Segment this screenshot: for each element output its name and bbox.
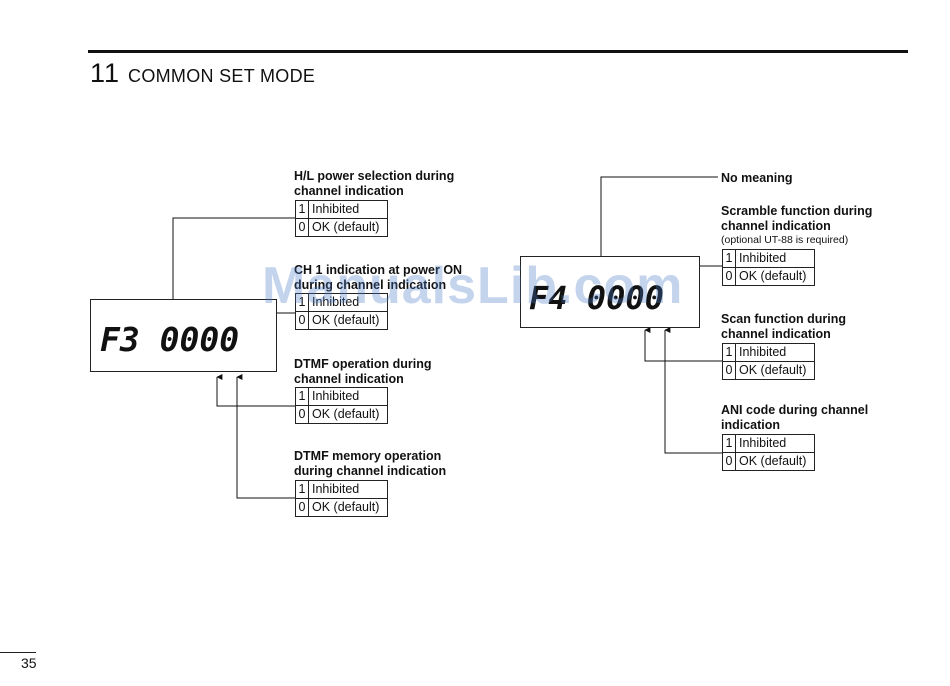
option-ok-default: OK (default) — [308, 218, 388, 237]
label-scramble: Scramble function during channel indicat… — [721, 204, 873, 233]
chapter-title: COMMON SET MODE — [128, 66, 316, 86]
option-ok-default: OK (default) — [308, 405, 388, 424]
connector-scan — [644, 327, 722, 362]
option-key: 0 — [722, 267, 736, 286]
option-ok-default: OK (default) — [735, 452, 815, 471]
option-inhibited: Inhibited — [735, 249, 815, 268]
option-inhibited: Inhibited — [308, 200, 388, 219]
chapter-number: 11 — [90, 58, 121, 88]
option-ok-default: OK (default) — [308, 498, 388, 517]
label-dtmf-operation: DTMF operation during channel indication — [294, 357, 432, 386]
option-inhibited: Inhibited — [308, 293, 388, 312]
page-number: 35 — [21, 655, 37, 671]
watermark: ManualsLib.com — [262, 257, 684, 315]
label-ch1-power-on: CH 1 indication at power ON during chann… — [294, 263, 463, 292]
option-key: 1 — [722, 249, 736, 268]
option-key: 0 — [295, 218, 309, 237]
note-ut88-required: (optional UT-88 is required) — [721, 234, 849, 246]
option-key: 0 — [295, 311, 309, 330]
option-key: 0 — [722, 452, 736, 471]
option-key: 1 — [295, 480, 309, 499]
label-ani-code: ANI code during channel indication — [721, 403, 869, 432]
option-key: 1 — [722, 343, 736, 362]
option-inhibited: Inhibited — [735, 343, 815, 362]
option-key: 0 — [295, 498, 309, 517]
connector-ani — [664, 327, 722, 454]
option-key: 0 — [295, 405, 309, 424]
footer-rule — [0, 652, 36, 653]
lcd-readout-right: F4 0000 — [529, 279, 664, 317]
connector-dtmf-mem — [236, 374, 295, 499]
option-ok-default: OK (default) — [735, 361, 815, 380]
option-ok-default: OK (default) — [735, 267, 815, 286]
connector-dtmf-op — [216, 374, 295, 407]
label-dtmf-memory: DTMF memory operation during channel ind… — [294, 449, 447, 478]
option-ok-default: OK (default) — [308, 311, 388, 330]
option-key: 1 — [295, 200, 309, 219]
connector-hl-power — [172, 217, 295, 327]
connector-no-meaning — [600, 176, 718, 285]
option-inhibited: Inhibited — [735, 434, 815, 453]
option-key: 0 — [722, 361, 736, 380]
option-key: 1 — [295, 387, 309, 406]
option-inhibited: Inhibited — [308, 480, 388, 499]
top-rule — [88, 50, 908, 53]
chapter-heading: 11 COMMON SET MODE — [90, 58, 315, 89]
option-key: 1 — [722, 434, 736, 453]
label-hl-power: H/L power selection during channel indic… — [294, 169, 455, 198]
lcd-readout-left: F3 0000 — [100, 320, 240, 359]
lcd-display-right: F4 0000 — [520, 256, 700, 328]
label-no-meaning: No meaning — [721, 171, 793, 185]
label-scan-function: Scan function during channel indication — [721, 312, 846, 341]
option-inhibited: Inhibited — [308, 387, 388, 406]
lcd-display-left: F3 0000 — [90, 299, 277, 372]
